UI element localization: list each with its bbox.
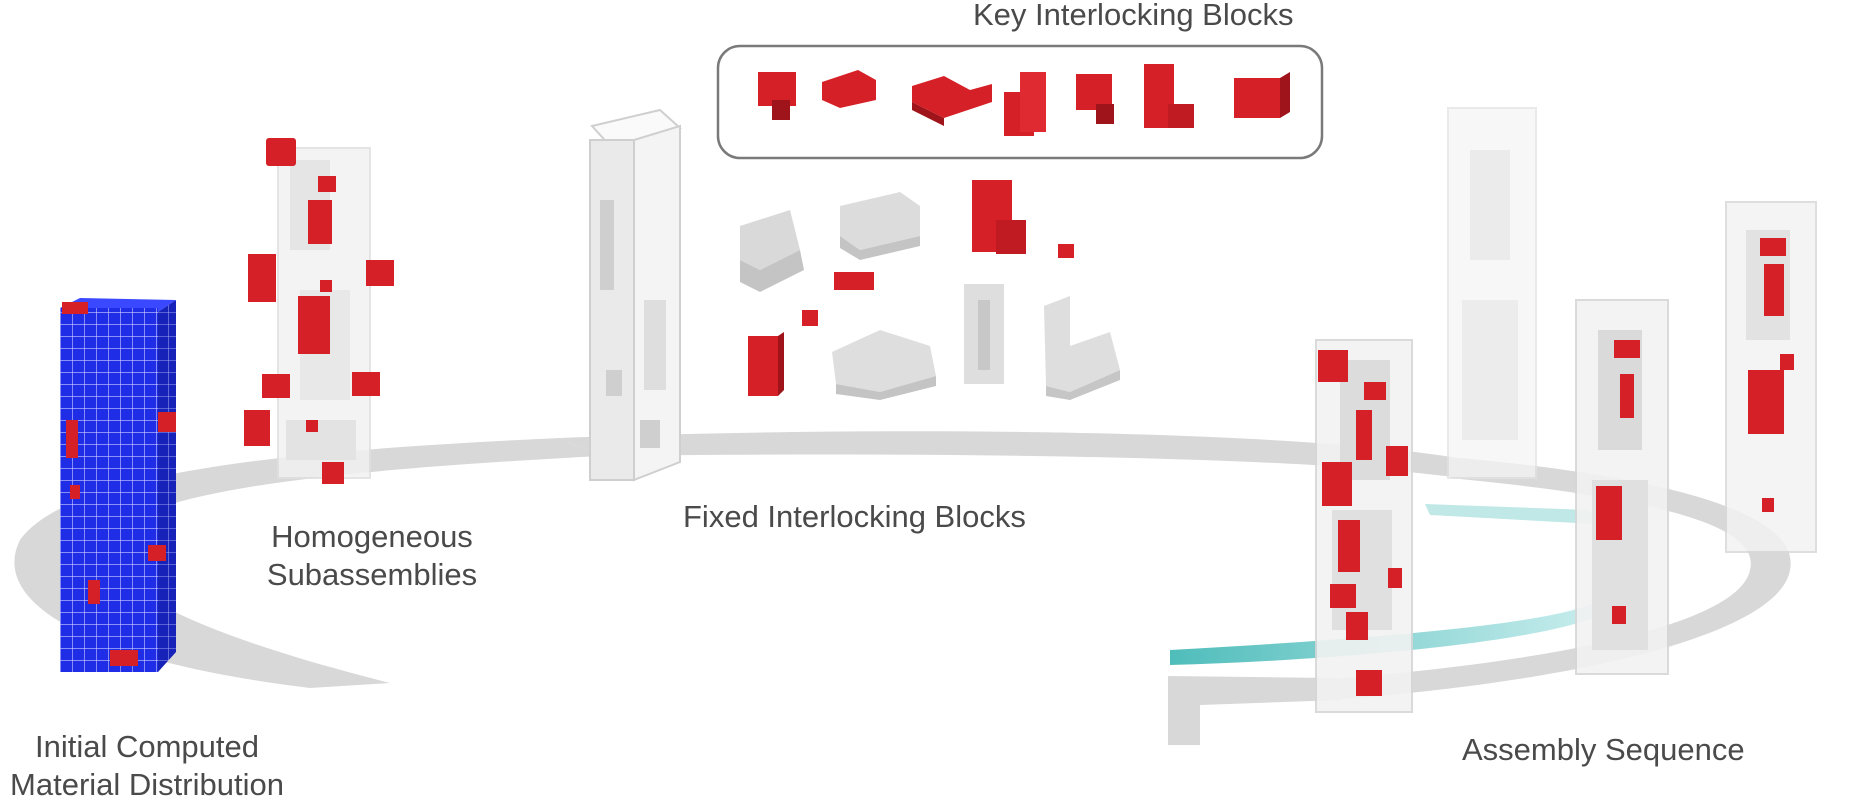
assembly-tower-3 bbox=[1575, 299, 1669, 675]
red-block bbox=[972, 180, 1026, 254]
homogeneous-label-line2: Subassemblies bbox=[266, 557, 478, 592]
grey-block bbox=[840, 192, 920, 260]
key-block bbox=[822, 70, 876, 108]
grey-block bbox=[1044, 296, 1120, 400]
red-block bbox=[748, 332, 784, 396]
fixed-interlocking-blocks-label: Fixed Interlocking Blocks bbox=[683, 499, 1026, 534]
key-block bbox=[1076, 74, 1114, 124]
key-block bbox=[1004, 72, 1046, 136]
key-block bbox=[1144, 64, 1194, 128]
teal-sequence-arrow bbox=[1170, 504, 1605, 665]
scattered-blocks bbox=[740, 180, 1120, 400]
assembly-tower-1 bbox=[1315, 339, 1413, 713]
red-block bbox=[1058, 244, 1074, 258]
red-block bbox=[802, 310, 818, 326]
initial-voxel-tower bbox=[60, 298, 176, 672]
initial-label-line1: Initial Computed bbox=[34, 729, 259, 764]
fixed-blocks-tower bbox=[589, 108, 682, 482]
initial-label-line2: Material Distribution bbox=[10, 767, 284, 802]
grey-block bbox=[832, 330, 936, 400]
grey-block bbox=[964, 284, 1004, 384]
key-interlocking-blocks-label: Key Interlocking Blocks bbox=[973, 0, 1294, 32]
key-block bbox=[1234, 72, 1290, 118]
homogeneous-subassemblies-label: Homogeneous Subassemblies bbox=[252, 518, 492, 594]
key-block bbox=[912, 76, 992, 126]
red-block bbox=[834, 272, 874, 290]
initial-material-distribution-label: Initial Computed Material Distribution bbox=[0, 728, 298, 804]
homogeneous-subassemblies-tower bbox=[244, 138, 394, 484]
assembly-tower-4 bbox=[1725, 201, 1817, 553]
key-block bbox=[758, 72, 796, 120]
key-blocks-panel bbox=[716, 44, 1324, 160]
assembly-sequence-label: Assembly Sequence bbox=[1462, 732, 1745, 767]
assembly-tower-2 bbox=[1447, 107, 1537, 479]
homogeneous-label-line1: Homogeneous bbox=[271, 519, 473, 554]
grey-block bbox=[740, 210, 804, 292]
